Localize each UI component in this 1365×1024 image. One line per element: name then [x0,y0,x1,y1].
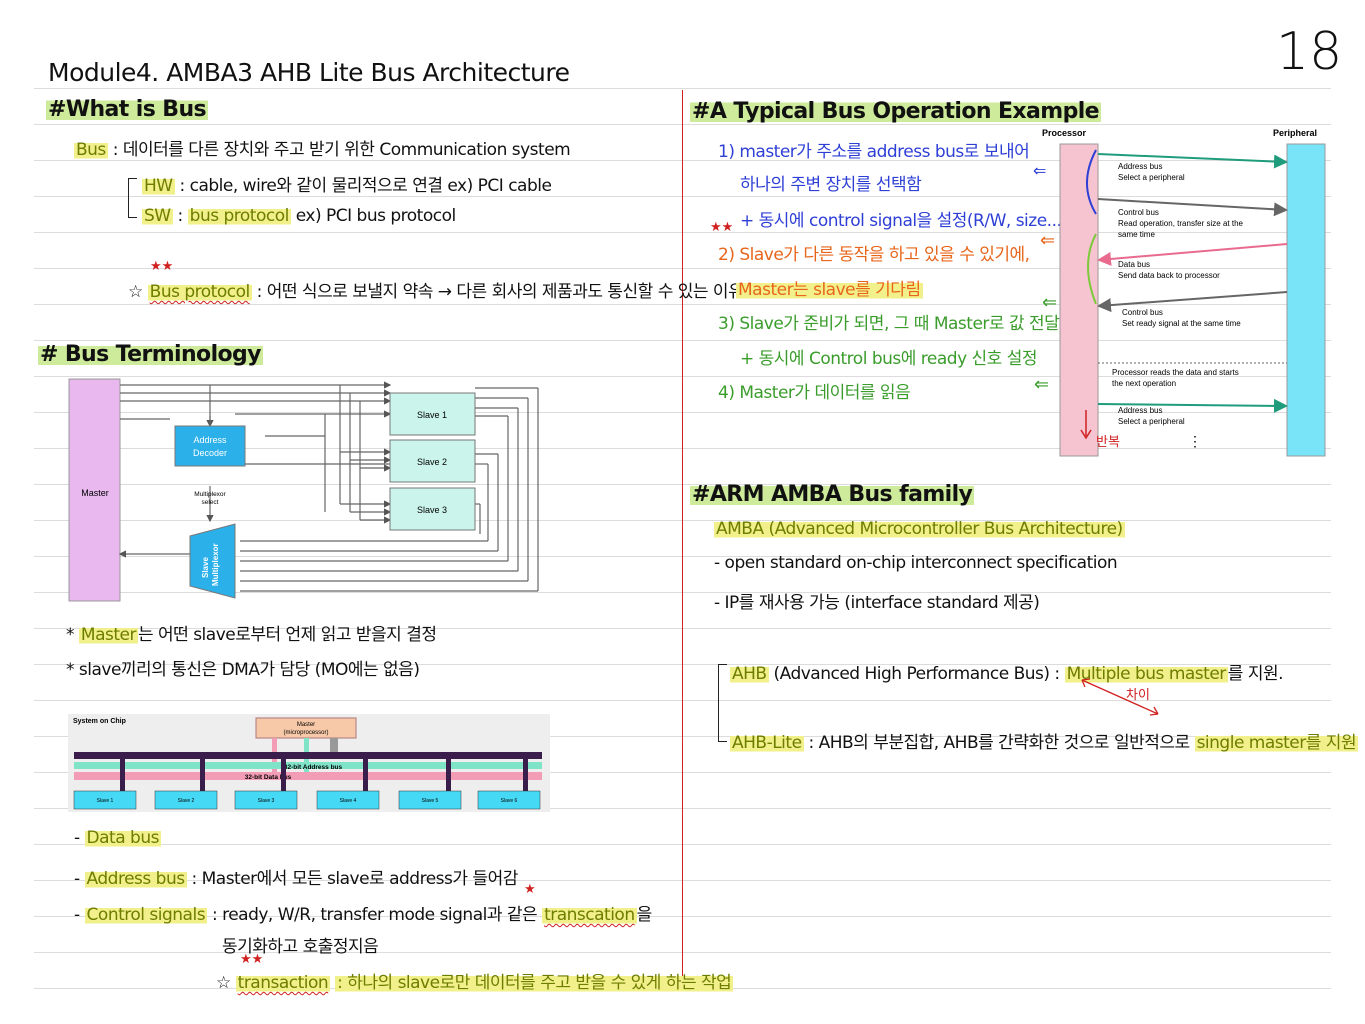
msg-6b: Select a peripheral [1118,417,1185,426]
amba-point-1: - open standard on-chip interconnect spe… [714,553,1118,573]
msg-5b: the next operation [1112,379,1176,388]
bus-terminology-heading: # Bus Terminology [38,342,263,367]
mux-select-label-2: select [202,499,219,506]
what-is-bus-heading: #What is Bus [46,97,209,122]
hw-definition: HW : cable, wire와 같이 물리적으로 연결 ex) PCI ca… [142,176,552,196]
soc-label: System on Chip [73,718,126,725]
ahb-item: AHB (Advanced High Performance Bus) : Mu… [730,664,1284,684]
msg-2a: Control bus [1118,208,1159,217]
star-icon: ☆ [216,973,231,993]
mux-label-1: Slave [201,557,210,578]
step-1c: + 동시에 control signal을 설정(R/W, size...) [740,211,1068,231]
processor-label: Processor [1042,128,1087,138]
soc-slave-1: Slave 1 [97,798,114,804]
amba-definition: AMBA (Advanced Microcontroller Bus Archi… [714,519,1125,539]
margin-line [682,90,683,988]
sw-definition: SW : bus protocol ex) PCI bus protocol [142,206,456,226]
soc-slave-3: Slave 3 [258,798,275,804]
star-icon: ★★ [150,259,174,274]
peripheral-label: Peripheral [1273,128,1317,138]
star-icon: ☆ [128,282,143,302]
soc-slave-4: Slave 4 [340,798,357,804]
slave-2-label: Slave 2 [417,457,447,467]
typical-operation-heading: #A Typical Bus Operation Example [690,99,1101,124]
data-bus-item: - Data bus [74,828,161,848]
soc-data-bus-label: 32-bit Data bus [245,774,292,781]
msg-4b: Set ready signal at the same time [1122,319,1241,328]
control-signals-item-cont: 동기화하고 호출정지음 [222,937,379,957]
star-icon: ★ [524,882,536,897]
step-2b: Master는 slave를 기다림 [736,280,923,300]
bus-protocol-definition: ☆ Bus protocol : 어떤 식으로 보낼지 약속 → 다른 회사의 … [128,282,744,302]
amba-point-2: - IP를 재사용 가능 (interface standard 제공) [714,593,1040,613]
decoder-label-1: Address [193,435,227,445]
svg-text:⇐: ⇐ [1033,161,1046,180]
step-2a: 2) Slave가 다른 동작을 하고 있을 수 있기에, [718,245,1030,265]
repeat-label: 반복 [1096,435,1120,450]
bus-terminology-diagram: Master [68,378,539,602]
mux-select-label-1: Multiplexor [194,491,226,498]
ahb-lite-item: AHB-Lite : AHB의 부분집합, AHB를 간략화한 것으로 일반적으… [730,733,1359,753]
star-icon: ★★ [710,220,734,235]
soc-master-label-1: Master [297,722,315,728]
soc-master-label-2: (microprocessor) [283,730,328,736]
star-icon: ★★ [240,952,264,967]
step-3b: + 동시에 Control bus에 ready 신호 설정 [740,349,1038,369]
diff-label: 차이 [1126,688,1150,703]
msg-3a: Data bus [1118,260,1150,269]
msg-3b: Send data back to processor [1118,271,1220,280]
msg-1a: Address bus [1118,162,1162,171]
continue-dots: ⋮ [1188,433,1202,449]
diff-arrow [1081,678,1159,716]
msg-5a: Processor reads the data and starts [1112,368,1239,377]
soc-diagram: System on Chip Master (microprocessor) 3… [68,714,550,812]
msg-2b: Read operation, transfer size at the [1118,219,1244,228]
step-1b: 하나의 주변 장치를 선택함 [740,175,922,195]
msg-4a: Control bus [1122,308,1163,317]
step-3a: 3) Slave가 준비가 되면, 그 때 Master로 값 전달 [718,314,1060,334]
soc-slave-5: Slave 5 [422,798,439,804]
svg-text:⇐: ⇐ [1034,374,1049,395]
ahb-bracket [718,664,727,742]
soc-slave-2: Slave 2 [178,798,195,804]
msg-1b: Select a peripheral [1118,173,1185,182]
control-signals-item: - Control signals : ready, W/R, transfer… [74,905,652,925]
slave-1-label: Slave 1 [417,410,447,420]
soc-address-bus-label: 32-bit Address bus [284,764,343,771]
amba-family-heading: #ARM AMBA Bus family [690,482,975,507]
decoder-label-2: Decoder [193,448,227,458]
slave-3-label: Slave 3 [417,505,447,515]
mux-label-2: Multiplexor [211,543,220,586]
bus-operation-diagram: Processor Peripheral Address bus Select … [1033,128,1326,457]
step-4: 4) Master가 데이터를 읽음 [718,383,911,403]
bus-definition: Bus : 데이터를 다른 장치와 주고 받기 위한 Communication… [74,140,571,160]
svg-text:⇐: ⇐ [1040,230,1055,251]
step-1a: 1) master가 주소를 address bus로 보내어 [718,142,1030,162]
page-number: 18 [1276,22,1343,82]
address-bus-item: - Address bus : Master에서 모든 slave로 addre… [74,869,518,889]
soc-slave-6: Slave 6 [501,798,518,804]
transaction-definition: ☆ transaction : 하나의 slave로만 데이터를 주고 받을 수… [216,973,734,993]
msg-6a: Address bus [1118,406,1162,415]
dma-note: * slave끼리의 통신은 DMA가 담당 (MO에는 없음) [66,660,420,680]
svg-text:⇐: ⇐ [1042,292,1057,313]
hw-sw-bracket [128,178,137,218]
msg-2c: same time [1118,230,1155,239]
master-label: Master [81,488,109,498]
page-title: Module4. AMBA3 AHB Lite Bus Architecture [48,58,570,87]
